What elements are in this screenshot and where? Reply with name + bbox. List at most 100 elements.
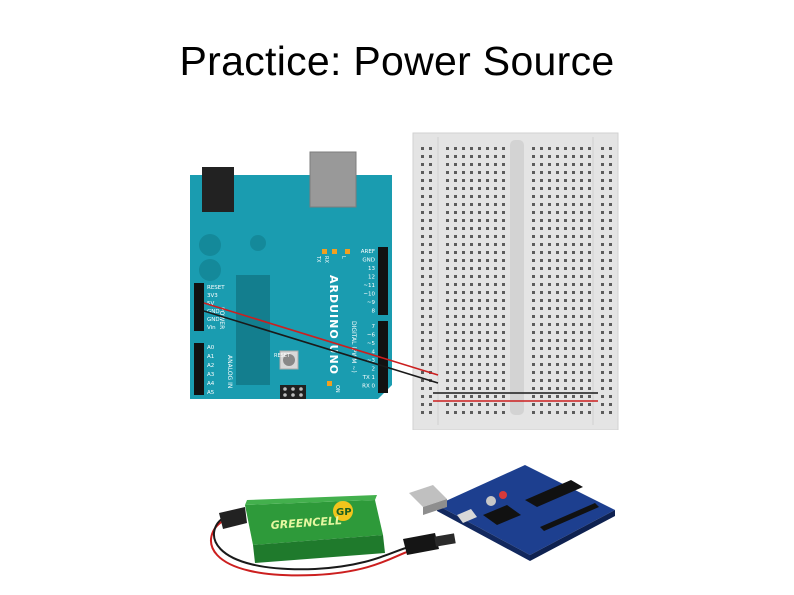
breadboard-hole	[609, 411, 612, 414]
breadboard-hole	[478, 147, 481, 150]
breadboard-hole	[572, 211, 575, 214]
breadboard-hole	[572, 291, 575, 294]
wire-5v-red	[203, 302, 439, 376]
breadboard-hole	[548, 299, 551, 302]
breadboard-hole	[601, 275, 604, 278]
led-l-label: L	[340, 256, 346, 259]
breadboard-hole	[462, 411, 465, 414]
breadboard-hole	[588, 211, 591, 214]
breadboard-hole	[548, 155, 551, 158]
breadboard-hole	[572, 171, 575, 174]
breadboard-hole	[564, 355, 567, 358]
breadboard-hole	[564, 379, 567, 382]
breadboard-hole	[421, 411, 424, 414]
breadboard-hole	[588, 299, 591, 302]
breadboard-hole	[580, 219, 583, 222]
breadboard-hole	[429, 179, 432, 182]
breadboard-hole	[588, 179, 591, 182]
breadboard-hole	[446, 339, 449, 342]
breadboard-hole	[446, 307, 449, 310]
breadboard-hole	[502, 195, 505, 198]
breadboard-hole	[494, 355, 497, 358]
breadboard-hole	[454, 179, 457, 182]
breadboard-hole	[564, 259, 567, 262]
breadboard-hole	[470, 379, 473, 382]
breadboard-hole	[548, 171, 551, 174]
breadboard-hole	[532, 227, 535, 230]
breadboard-hole	[564, 171, 567, 174]
power-section-label: POWER	[218, 307, 225, 329]
breadboard-hole	[572, 323, 575, 326]
breadboard-hole	[609, 387, 612, 390]
breadboard-hole	[470, 307, 473, 310]
breadboard-hole	[564, 227, 567, 230]
breadboard-hole	[532, 243, 535, 246]
breadboard-hole	[494, 235, 497, 238]
breadboard-hole	[462, 283, 465, 286]
breadboard-hole	[494, 155, 497, 158]
digital-pin-label: ~3	[367, 358, 376, 364]
breadboard-hole	[609, 227, 612, 230]
breadboard-hole	[588, 187, 591, 190]
breadboard-hole	[470, 235, 473, 238]
breadboard-hole	[572, 339, 575, 342]
breadboard-hole	[454, 235, 457, 238]
breadboard-hole	[580, 307, 583, 310]
breadboard-hole	[564, 363, 567, 366]
breadboard-hole	[486, 387, 489, 390]
breadboard-hole	[494, 395, 497, 398]
breadboard-hole	[494, 363, 497, 366]
breadboard-hole	[588, 363, 591, 366]
breadboard-hole	[454, 163, 457, 166]
breadboard-hole	[609, 299, 612, 302]
breadboard-hole	[486, 275, 489, 278]
breadboard-hole	[494, 371, 497, 374]
breadboard-hole	[470, 147, 473, 150]
breadboard-hole	[601, 283, 604, 286]
breadboard-hole	[462, 339, 465, 342]
breadboard-hole	[462, 307, 465, 310]
breadboard-hole	[532, 323, 535, 326]
breadboard-hole	[564, 147, 567, 150]
breadboard-hole	[572, 219, 575, 222]
breadboard-hole	[540, 307, 543, 310]
breadboard-hole	[454, 147, 457, 150]
breadboard-hole	[429, 323, 432, 326]
breadboard-hole	[462, 243, 465, 246]
breadboard-hole	[601, 211, 604, 214]
breadboard-hole	[429, 211, 432, 214]
breadboard-hole	[502, 403, 505, 406]
breadboard-hole	[446, 259, 449, 262]
breadboard-hole	[478, 331, 481, 334]
breadboard-hole	[470, 171, 473, 174]
breadboard-hole	[421, 395, 424, 398]
breadboard-hole	[462, 147, 465, 150]
breadboard-hole	[494, 203, 497, 206]
breadboard-hole	[580, 371, 583, 374]
breadboard-hole	[532, 379, 535, 382]
breadboard-hole	[446, 395, 449, 398]
breadboard-hole	[494, 331, 497, 334]
breadboard-hole	[446, 347, 449, 350]
breadboard-hole	[609, 267, 612, 270]
breadboard-hole	[502, 363, 505, 366]
breadboard-hole	[556, 363, 559, 366]
breadboard-hole	[494, 171, 497, 174]
breadboard-hole	[532, 211, 535, 214]
breadboard-hole	[429, 395, 432, 398]
breadboard-hole	[609, 403, 612, 406]
breadboard-hole	[446, 211, 449, 214]
breadboard-hole	[540, 171, 543, 174]
breadboard-hole	[601, 219, 604, 222]
breadboard-hole	[556, 323, 559, 326]
breadboard-hole	[454, 387, 457, 390]
breadboard-hole	[548, 315, 551, 318]
breadboard-hole	[478, 195, 481, 198]
breadboard-hole	[588, 195, 591, 198]
breadboard-hole	[502, 171, 505, 174]
breadboard-hole	[478, 235, 481, 238]
breadboard-hole	[556, 195, 559, 198]
breadboard-hole	[548, 211, 551, 214]
breadboard-hole	[532, 251, 535, 254]
breadboard-hole	[540, 315, 543, 318]
